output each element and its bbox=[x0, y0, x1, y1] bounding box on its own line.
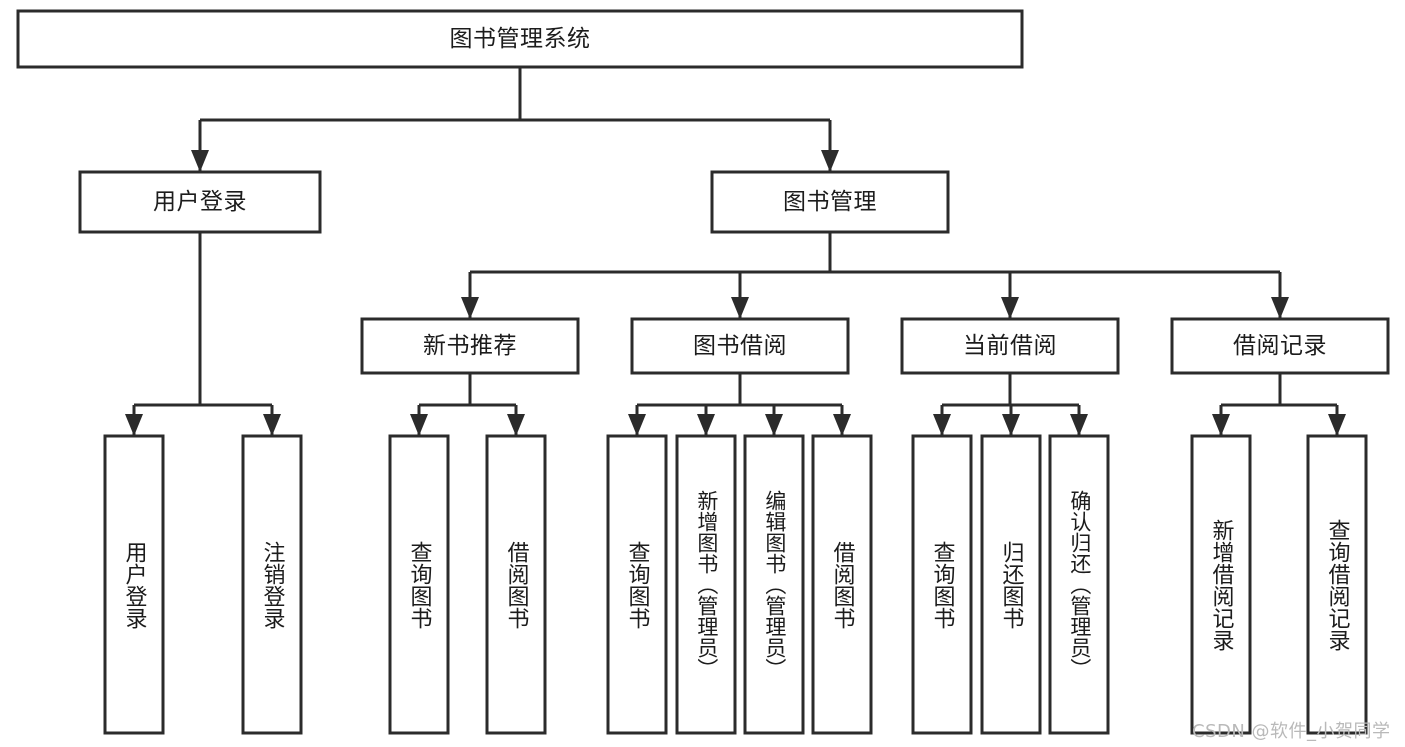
arrow-head-leaf-add-book-admin bbox=[697, 414, 715, 436]
node-box-leaf-confirm-return-admin[interactable] bbox=[1048, 434, 1110, 735]
arrow-head-leaf-query-borrow-record bbox=[1328, 414, 1346, 436]
arrow-head-leaf-query-book-3 bbox=[933, 414, 951, 436]
node-box-leaf-user-login[interactable] bbox=[103, 434, 165, 735]
arrow-head-leaf-query-book-2 bbox=[628, 414, 646, 436]
node-box-leaf-return-book[interactable] bbox=[980, 434, 1042, 735]
node-box-leaf-borrow-book-2[interactable] bbox=[811, 434, 873, 735]
node-box-new-book-recommend[interactable] bbox=[360, 317, 580, 375]
node-box-leaf-query-borrow-record[interactable] bbox=[1306, 434, 1368, 735]
arrow-head-current-borrow bbox=[1001, 297, 1019, 319]
watermark-text: CSDN @软件_小贺同学 bbox=[1192, 721, 1391, 742]
arrow-head-new-book-recommend bbox=[461, 297, 479, 319]
arrow-head-book-management bbox=[821, 150, 839, 172]
arrow-head-leaf-user-login bbox=[125, 414, 143, 436]
arrow-head-book-borrow bbox=[731, 297, 749, 319]
node-box-leaf-query-book-3[interactable] bbox=[911, 434, 973, 735]
arrow-head-leaf-logout bbox=[263, 414, 281, 436]
node-box-leaf-query-book-1[interactable] bbox=[388, 434, 450, 735]
arrow-head-leaf-borrow-book-1 bbox=[507, 414, 525, 436]
arrow-head-borrow-record bbox=[1271, 297, 1289, 319]
node-box-book-borrow[interactable] bbox=[630, 317, 850, 375]
node-box-user-login[interactable] bbox=[78, 170, 322, 234]
node-box-current-borrow[interactable] bbox=[900, 317, 1120, 375]
arrow-head-leaf-confirm-return-admin bbox=[1070, 414, 1088, 436]
arrow-head-leaf-borrow-book-2 bbox=[833, 414, 851, 436]
node-box-leaf-add-book-admin[interactable] bbox=[675, 434, 737, 735]
node-box-borrow-record[interactable] bbox=[1170, 317, 1390, 375]
arrow-head-leaf-return-book bbox=[1002, 414, 1020, 436]
arrow-head-user-login bbox=[191, 150, 209, 172]
arrow-head-leaf-query-book-1 bbox=[410, 414, 428, 436]
node-box-root[interactable] bbox=[16, 9, 1024, 69]
node-box-book-management[interactable] bbox=[710, 170, 950, 234]
node-box-leaf-edit-book-admin[interactable] bbox=[743, 434, 805, 735]
node-box-leaf-logout[interactable] bbox=[241, 434, 303, 735]
node-box-leaf-borrow-book-1[interactable] bbox=[485, 434, 547, 735]
node-box-leaf-query-book-2[interactable] bbox=[606, 434, 668, 735]
arrow-head-leaf-add-borrow-record bbox=[1212, 414, 1230, 436]
arrow-head-leaf-edit-book-admin bbox=[765, 414, 783, 436]
connectors-group bbox=[125, 67, 1346, 436]
node-box-leaf-add-borrow-record[interactable] bbox=[1190, 434, 1252, 735]
